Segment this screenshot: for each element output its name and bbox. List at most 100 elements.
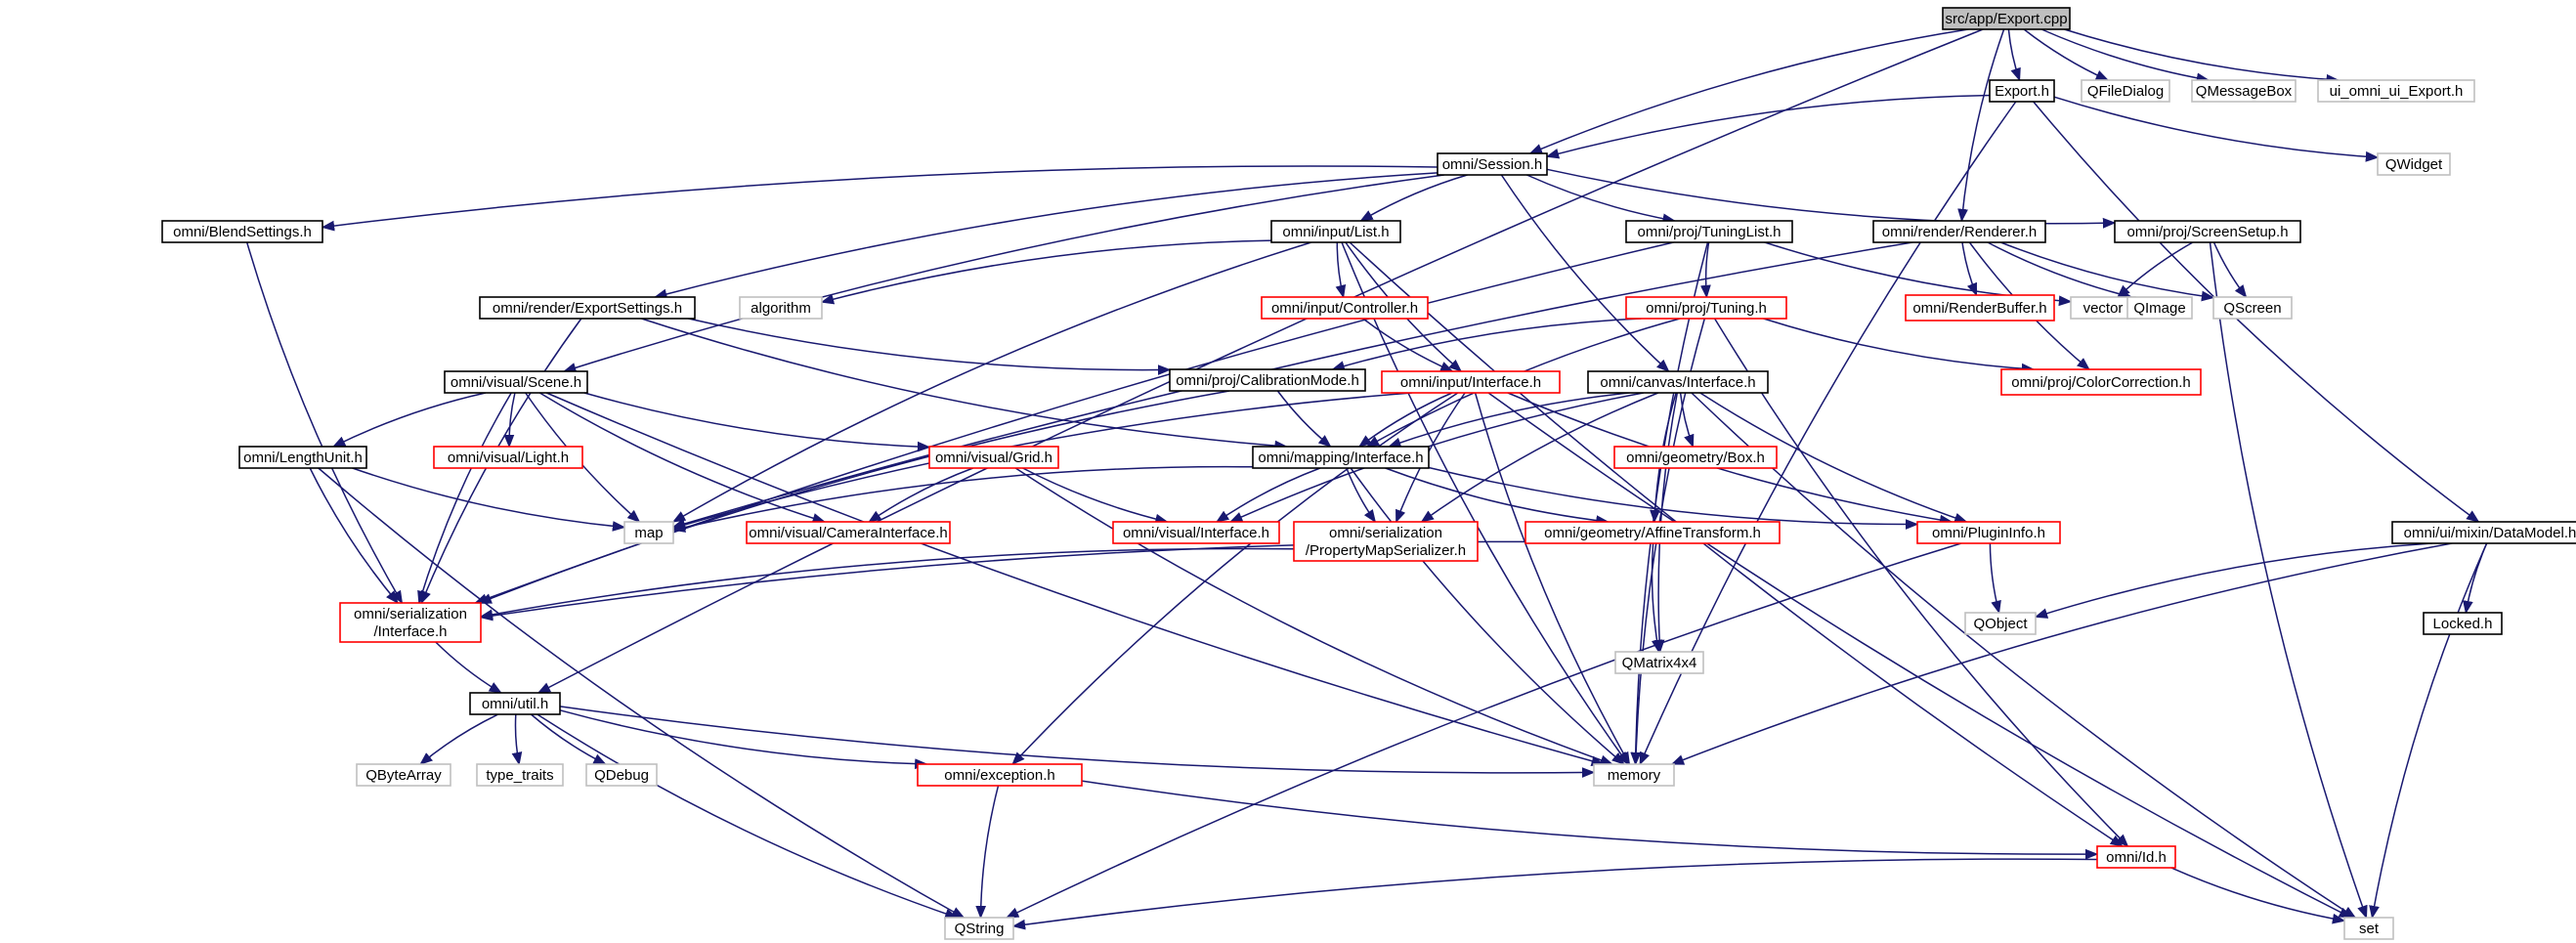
node-propertymapserializer-h[interactable]: omni/serialization/PropertyMapSerializer… — [1293, 521, 1479, 562]
node-qscreen: QScreen — [2212, 296, 2293, 320]
edge-datamodel_h-to-memory — [1670, 542, 2453, 765]
edge-scene_h-to-camerainterface_h — [538, 392, 826, 524]
node-label: omni/ui/mixin/DataModel.h — [2404, 525, 2576, 541]
node-scene-h[interactable]: omni/visual/Scene.h — [444, 370, 588, 394]
edge-session_h-to-blendsettings_h — [321, 165, 1438, 232]
edge-renderer_h-to-qimage — [1987, 241, 2133, 300]
edge-grid_h-to-memory — [1014, 467, 1614, 765]
edge-exportsettings_h-to-calibrationmode_h — [688, 318, 1172, 375]
node-box — [1614, 651, 1704, 674]
node-affinetransform-h[interactable]: omni/geometry/AffineTransform.h — [1524, 521, 1781, 544]
node-input-interface-h[interactable]: omni/input/Interface.h — [1381, 370, 1561, 394]
edge-session_h-to-exportsettings_h — [653, 172, 1438, 300]
node-box — [2096, 845, 2176, 869]
node-label: omni/canvas/Interface.h — [1600, 374, 1755, 391]
edge-propertymapserializer_h-to-serialization_interface_h — [479, 547, 1295, 621]
node-plugininfo-h[interactable]: omni/PluginInfo.h — [1916, 521, 2061, 544]
node-label: omni/util.h — [482, 696, 548, 712]
node-renderbuffer-h[interactable]: omni/RenderBuffer.h — [1905, 294, 2055, 321]
node-label: QImage — [2133, 300, 2185, 317]
node-export-h[interactable]: Export.h — [1989, 79, 2055, 103]
node-label: QObject — [1973, 616, 2028, 632]
node-qstring: QString — [944, 917, 1014, 940]
edge-canvas_interface_h-to-visual_interface_h — [1228, 392, 1644, 523]
node-box — [2000, 368, 2202, 396]
node-label: omni/input/Interface.h — [1400, 374, 1541, 391]
node-box — [238, 446, 367, 469]
node-label: QWidget — [2385, 156, 2443, 173]
node-grid-h[interactable]: omni/visual/Grid.h — [928, 446, 1059, 469]
node-tuning-h[interactable]: omni/proj/Tuning.h — [1625, 296, 1787, 320]
node-qimage: QImage — [2126, 296, 2193, 320]
edge-input_interface_h-to-set — [1487, 392, 2353, 919]
node-box — [469, 692, 561, 715]
edge-id_h-to-qstring — [1011, 858, 2098, 930]
node-label: omni/proj/TuningList.h — [1637, 224, 1781, 240]
edge-exception_h-to-id_h — [1081, 780, 2099, 860]
node-label: omni/LengthUnit.h — [243, 450, 363, 466]
node-id-h[interactable]: omni/Id.h — [2096, 845, 2176, 869]
node-box-h[interactable]: omni/geometry/Box.h — [1613, 446, 1778, 469]
node-tuninglist-h[interactable]: omni/proj/TuningList.h — [1625, 220, 1793, 243]
edge-input_list_h-to-memory — [1341, 241, 1629, 766]
edge-lengthunit_h-to-map — [352, 467, 626, 532]
node-box — [1625, 220, 1793, 243]
edge-affinetransform_h-to-qmatrix4x4 — [1651, 542, 1662, 654]
node-qmessagebox: QMessageBox — [2191, 79, 2297, 103]
node-box — [444, 370, 588, 394]
node-label: QScreen — [2223, 300, 2281, 317]
edge-datamodel_h-to-qobject — [2034, 542, 2432, 619]
edge-input_interface_h-to-map — [671, 392, 1412, 531]
node-canvas-interface-h[interactable]: omni/canvas/Interface.h — [1587, 370, 1769, 394]
node-light-h[interactable]: omni/visual/Light.h — [433, 446, 583, 469]
node-box — [1964, 612, 2037, 635]
node-box — [339, 602, 482, 643]
node-box — [944, 917, 1014, 940]
edge-input_list_h-to-id_h — [1349, 241, 2125, 847]
node-input-list-h[interactable]: omni/input/List.h — [1270, 220, 1401, 243]
edge-input_interface_h-to-mapping_interface_h — [1357, 392, 1453, 448]
edge-util_h-to-qdebug — [530, 713, 607, 765]
node-box — [623, 521, 674, 544]
edge-id_h-to-set — [2170, 867, 2346, 924]
node-box — [1270, 220, 1401, 243]
node-camerainterface-h[interactable]: omni/visual/CameraInterface.h — [746, 521, 951, 544]
edge-scene_h-to-light_h — [503, 392, 516, 449]
node-exception-h[interactable]: omni/exception.h — [917, 763, 1083, 787]
node-box — [1169, 368, 1366, 392]
node-box — [476, 763, 564, 787]
node-label: omni/geometry/Box.h — [1626, 450, 1765, 466]
node-qbytearray: QByteArray — [356, 763, 451, 787]
node-label: omni/PluginInfo.h — [1932, 525, 2045, 541]
node-calibrationmode-h[interactable]: omni/proj/CalibrationMode.h — [1169, 368, 1366, 392]
node-locked-h[interactable]: Locked.h — [2423, 612, 2503, 635]
node-label: omni/RenderBuffer.h — [1912, 300, 2046, 317]
node-lengthunit-h[interactable]: omni/LengthUnit.h — [238, 446, 367, 469]
node-datamodel-h[interactable]: omni/ui/mixin/DataModel.h — [2391, 521, 2576, 544]
node-colorcorrection-h[interactable]: omni/proj/ColorCorrection.h — [2000, 368, 2202, 396]
node-controller-h[interactable]: omni/input/Controller.h — [1261, 296, 1429, 320]
node-mapping-interface-h[interactable]: omni/mapping/Interface.h — [1252, 446, 1430, 469]
edge-export_cpp-to-export_h — [2007, 28, 2021, 82]
edge-exportsettings_h-to-mapping_interface_h — [641, 318, 1288, 451]
node-serialization-interface-h[interactable]: omni/serialization/Interface.h — [339, 602, 482, 643]
node-box — [1916, 521, 2061, 544]
edge-session_h-to-input_list_h — [1359, 174, 1468, 222]
node-util-h[interactable]: omni/util.h — [469, 692, 561, 715]
edge-mapping_interface_h-to-visual_interface_h — [1215, 467, 1321, 523]
node-label: omni/proj/Tuning.h — [1646, 300, 1767, 317]
node-label: src/app/Export.cpp — [1945, 11, 2067, 27]
node-session-h[interactable]: omni/Session.h — [1437, 152, 1548, 176]
edge-util_h-to-memory — [559, 706, 1596, 778]
node-visual-interface-h[interactable]: omni/visual/Interface.h — [1112, 521, 1280, 544]
node-screensetup-h[interactable]: omni/proj/ScreenSetup.h — [2114, 220, 2301, 243]
node-box — [2081, 79, 2170, 103]
edge-export_cpp-to-session_h — [1528, 28, 1969, 154]
edge-export_cpp-to-ui_export_h — [2064, 28, 2340, 85]
node-exportsettings-h[interactable]: omni/render/ExportSettings.h — [479, 296, 696, 320]
node-export-cpp[interactable]: src/app/Export.cpp — [1942, 7, 2071, 30]
node-label: omni/input/List.h — [1282, 224, 1389, 240]
node-renderer-h[interactable]: omni/render/Renderer.h — [1872, 220, 2046, 243]
node-blendsettings-h[interactable]: omni/BlendSettings.h — [161, 220, 323, 243]
